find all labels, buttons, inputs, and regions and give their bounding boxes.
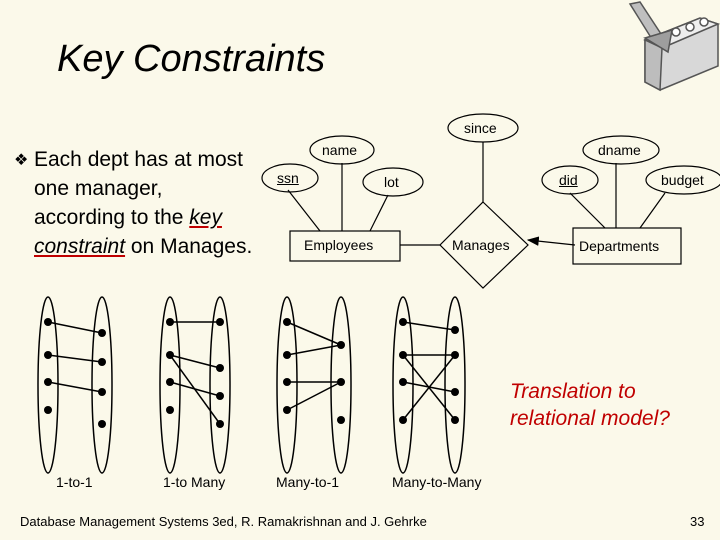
bullet-text-before: Each dept has at most one manager, accor… [34, 148, 243, 229]
entity-employees-label: Employees [304, 237, 374, 253]
attr-ssn-oval [261, 163, 319, 193]
attr-lot-oval [362, 167, 424, 197]
attr-lot-label: lot [384, 174, 399, 190]
entity-departments-label: Departments [579, 238, 660, 254]
attr-dname-oval [582, 135, 660, 165]
bullet-text: Each dept has at most one manager, accor… [34, 145, 254, 261]
label-many-to-one: Many-to-1 [276, 474, 340, 490]
er-connector-lines [287, 142, 666, 246]
translation-question: Translation to relational model? [510, 380, 670, 430]
attr-did-label: did [559, 172, 578, 188]
attr-budget-label: budget [661, 172, 704, 188]
slide-title: Key Constraints [57, 38, 326, 80]
attr-name-oval [309, 135, 375, 165]
brick-trowel-icon [628, 1, 720, 92]
entity-departments-box [572, 227, 682, 265]
entity-employees-box [289, 230, 401, 262]
relationship-manages-diamond [439, 201, 529, 289]
mapping-dots [44, 318, 459, 428]
attr-dname-label: dname [598, 142, 641, 158]
attr-ssn-label: ssn [277, 170, 299, 186]
attr-name-label: name [322, 142, 358, 158]
footer-text: Database Management Systems 3ed, R. Rama… [20, 514, 427, 529]
attr-since-oval [447, 113, 519, 143]
page-number: 33 [690, 514, 705, 529]
attr-budget-oval [645, 165, 720, 195]
bullet-icon: ❖ [14, 150, 29, 169]
bullet-text-after: on Manages. [125, 235, 253, 258]
attr-since-label: since [464, 120, 497, 136]
attr-did-oval [541, 165, 599, 195]
label-one-to-one: 1-to-1 [56, 474, 93, 490]
label-many-to-many: Many-to-Many [392, 474, 482, 490]
mapping-diagrams [37, 296, 466, 474]
relationship-manages-label: Manages [452, 237, 510, 253]
label-one-to-many: 1-to Many [163, 474, 226, 490]
key-constraint-term: key constraint [34, 206, 222, 258]
